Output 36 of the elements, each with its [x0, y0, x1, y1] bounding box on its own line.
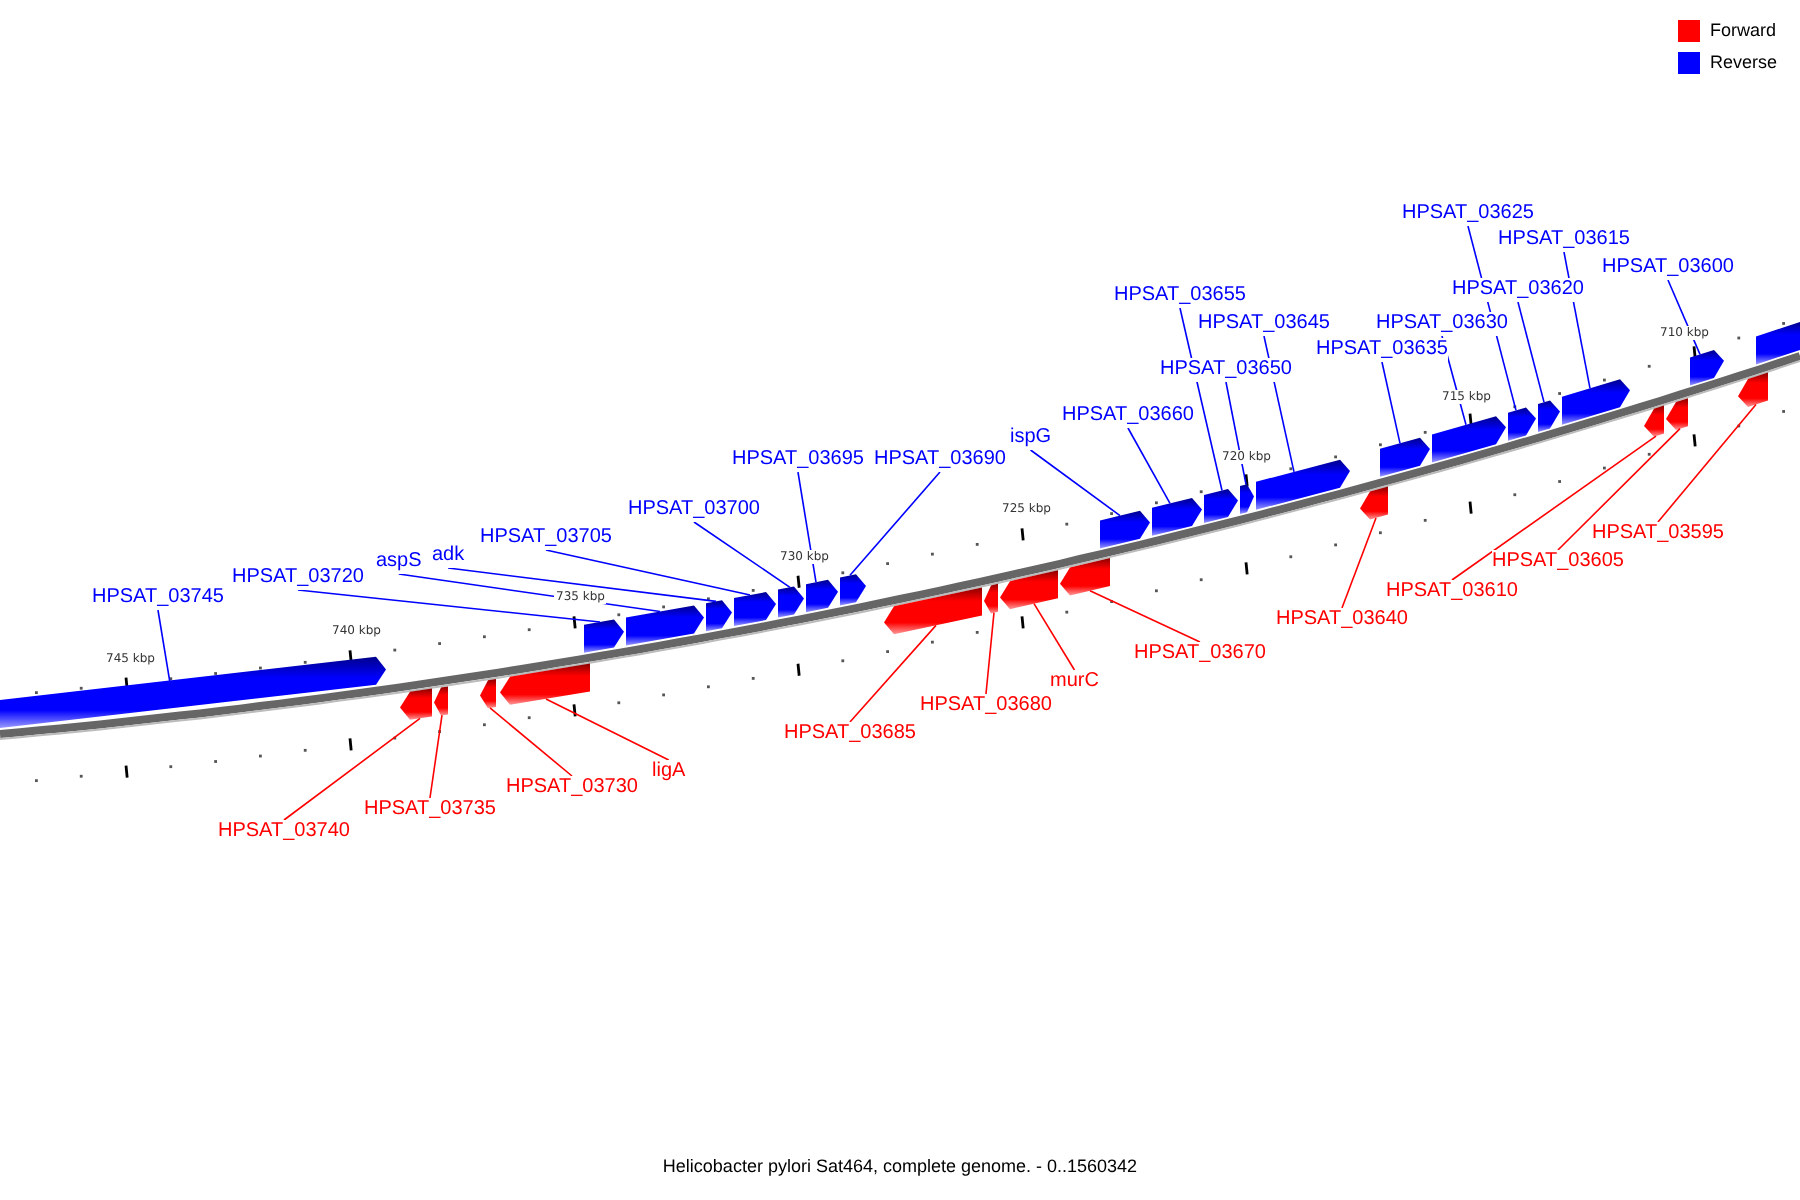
- leader-line: [1381, 361, 1401, 445]
- leader-line: [1657, 403, 1757, 523]
- gene-label: HPSAT_03685: [784, 722, 916, 746]
- gene-label: HPSAT_03630: [1376, 312, 1508, 336]
- leader-line: [157, 609, 171, 684]
- leader-line: [283, 717, 421, 821]
- leader-line: [447, 567, 717, 603]
- leader-line: [1557, 427, 1681, 551]
- gene-label: HPSAT_03620: [1452, 278, 1584, 302]
- leader-line: [1517, 301, 1545, 403]
- gene-label: HPSAT_03740: [218, 820, 350, 844]
- caption: Helicobacter pylori Sat464, complete genome. - 0..1560342: [662, 1156, 1138, 1176]
- gene-label: ligA: [652, 760, 686, 784]
- leader-line: [1341, 517, 1377, 609]
- leader-line: [545, 549, 751, 596]
- leader-line: [849, 624, 937, 723]
- leader-line: [849, 471, 941, 577]
- leader-line: [693, 521, 791, 589]
- leader-line: [297, 589, 601, 623]
- gene-label: HPSAT_03600: [1602, 256, 1734, 280]
- leader-line: [985, 611, 995, 695]
- gene-label: HPSAT_03655: [1114, 284, 1246, 308]
- gene-block: [1756, 322, 1800, 365]
- gene-label: HPSAT_03735: [364, 798, 496, 822]
- leader-line: [1033, 602, 1076, 671]
- gene-label: HPSAT_03730: [506, 776, 638, 800]
- gene-label: HPSAT_03625: [1402, 202, 1534, 226]
- legend-label: Reverse: [1710, 52, 1778, 74]
- leader-line: [545, 698, 670, 761]
- legend-label: Forward: [1710, 20, 1777, 42]
- gene-label: HPSAT_03615: [1498, 228, 1630, 252]
- leader-line: [1451, 435, 1657, 581]
- gene-label: HPSAT_03645: [1198, 312, 1330, 336]
- leader-line: [429, 714, 443, 799]
- gene-label: HPSAT_03635: [1316, 338, 1448, 362]
- leader-line: [797, 471, 817, 583]
